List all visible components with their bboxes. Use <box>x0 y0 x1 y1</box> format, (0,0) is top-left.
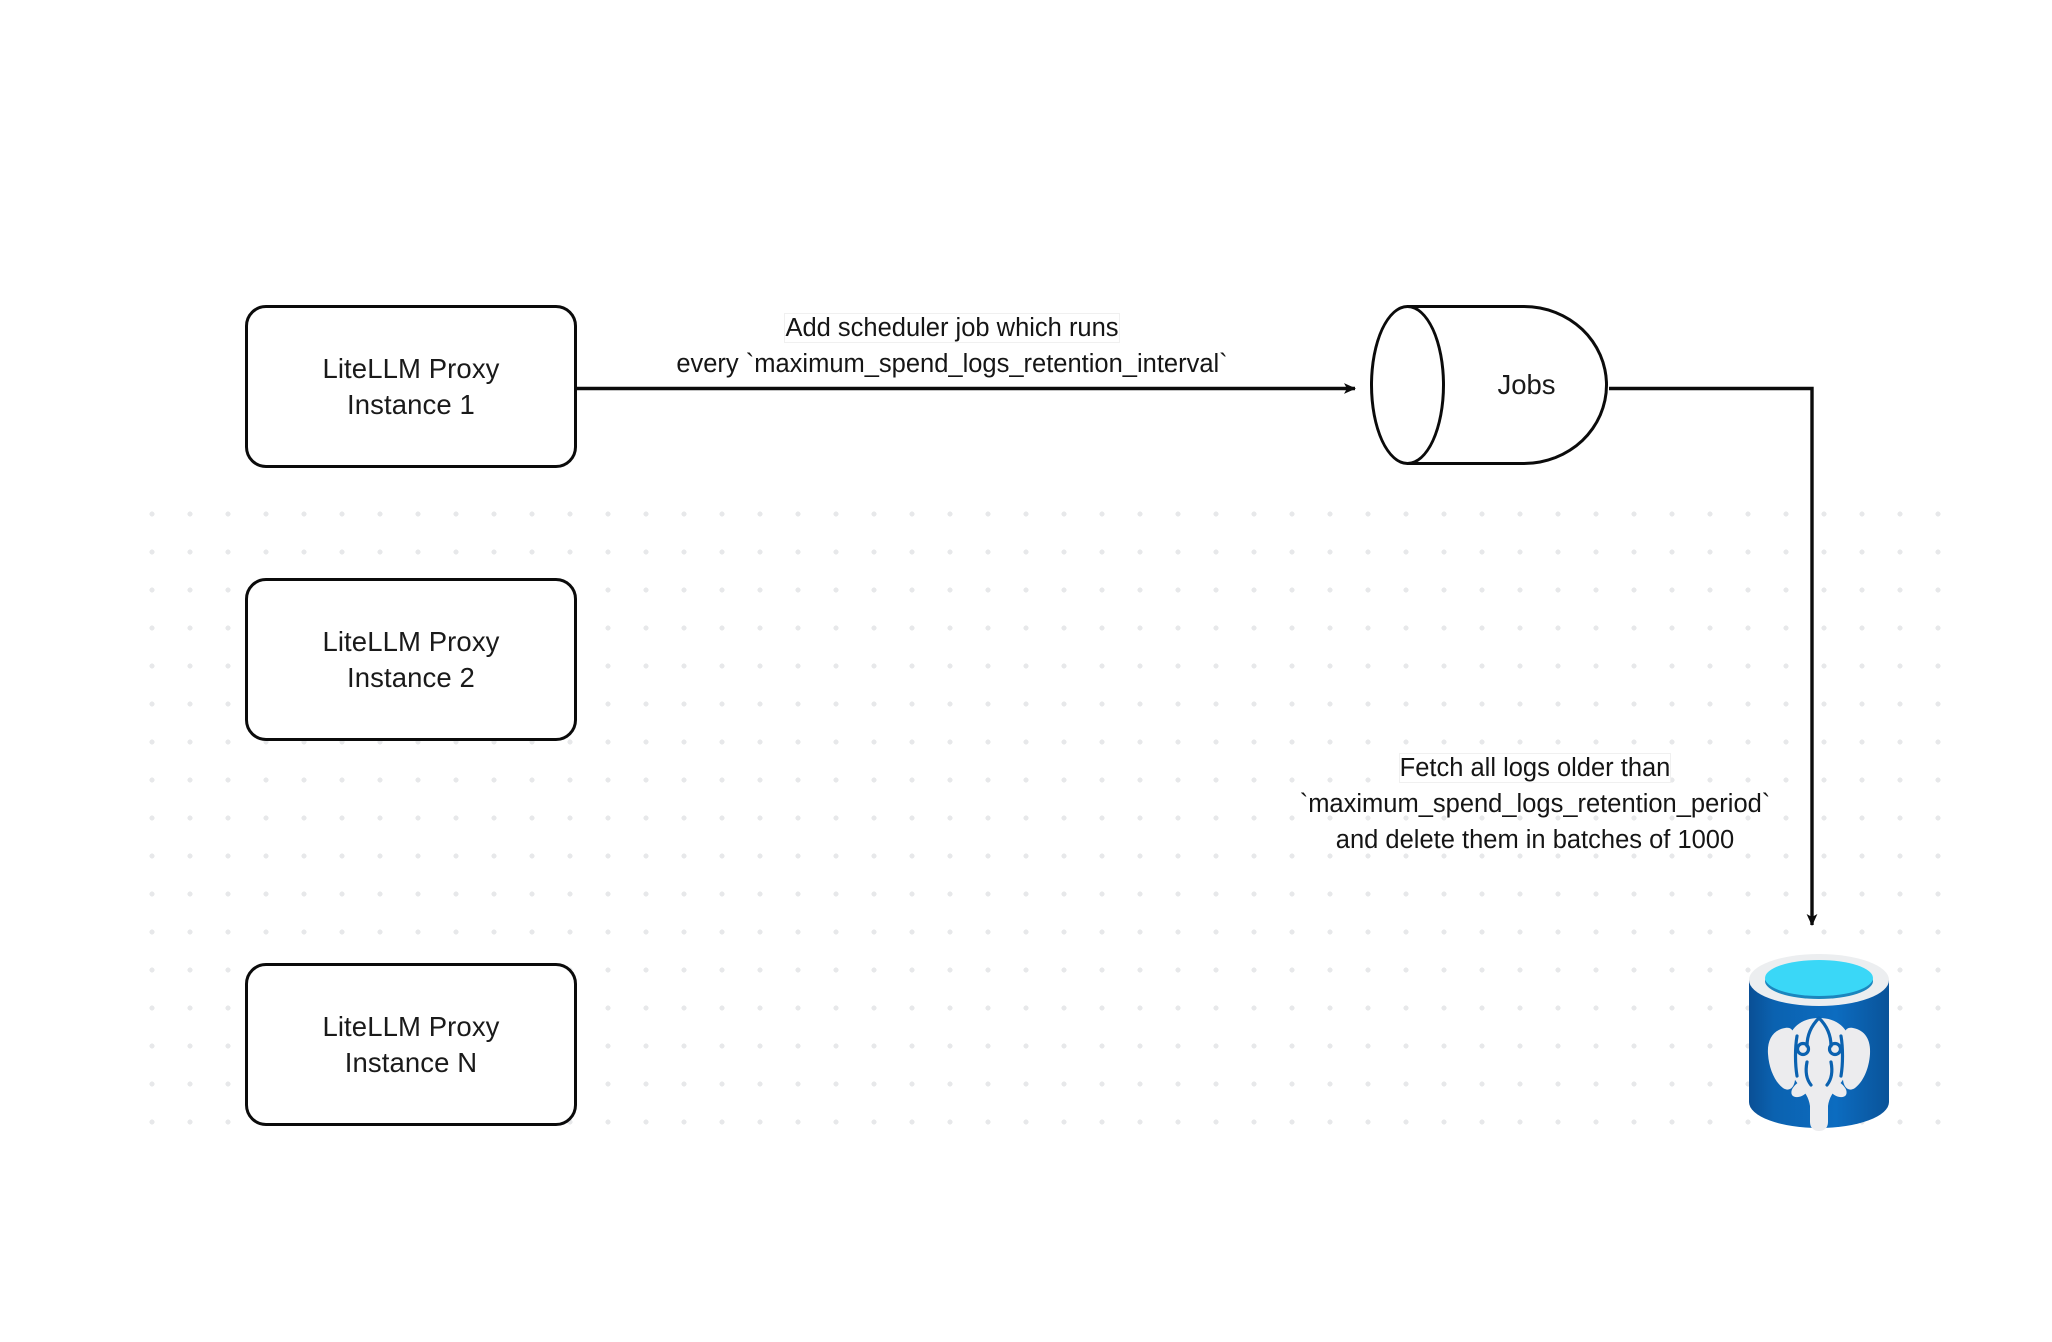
node-label-line2: Instance 2 <box>347 661 475 693</box>
edge-label-line3: and delete them in batches of 1000 <box>1335 826 1735 855</box>
postgresql-database-icon[interactable] <box>1745 952 1893 1134</box>
node-label-line1: LiteLLM Proxy <box>322 625 500 657</box>
node-jobs-cylinder[interactable]: Jobs <box>1370 305 1608 465</box>
node-label-line1: LiteLLM Proxy <box>322 352 500 384</box>
node-label-line2: Instance N <box>344 1046 478 1078</box>
edge-label-line2: every `maximum_spend_logs_retention_inte… <box>676 350 1228 379</box>
node-label-line2: Instance 1 <box>347 388 475 420</box>
edge-label-line1: Fetch all logs older than <box>1399 754 1671 782</box>
edge-label-line2: `maximum_spend_logs_retention_period` <box>1299 790 1771 819</box>
node-litellm-proxy-instance-1[interactable]: LiteLLM Proxy Instance 1 <box>245 305 577 468</box>
node-label-jobs: Jobs <box>1497 369 1556 400</box>
edge-label-fetch-and-delete-logs: Fetch all logs older than `maximum_spend… <box>1235 750 1835 859</box>
node-litellm-proxy-instance-n[interactable]: LiteLLM Proxy Instance N <box>245 963 577 1126</box>
cylinder-end-cap <box>1370 305 1445 465</box>
edge-label-add-scheduler-job: Add scheduler job which runs every `maxi… <box>602 310 1302 382</box>
node-label-line1: LiteLLM Proxy <box>322 1010 500 1042</box>
database-top-surface <box>1765 960 1873 996</box>
postgres-elephant-detail-strokes <box>1793 1016 1845 1087</box>
edge-label-line1: Add scheduler job which runs <box>785 314 1119 342</box>
postgres-elephant-logo <box>1767 1018 1871 1131</box>
node-litellm-proxy-instance-2[interactable]: LiteLLM Proxy Instance 2 <box>245 578 577 741</box>
